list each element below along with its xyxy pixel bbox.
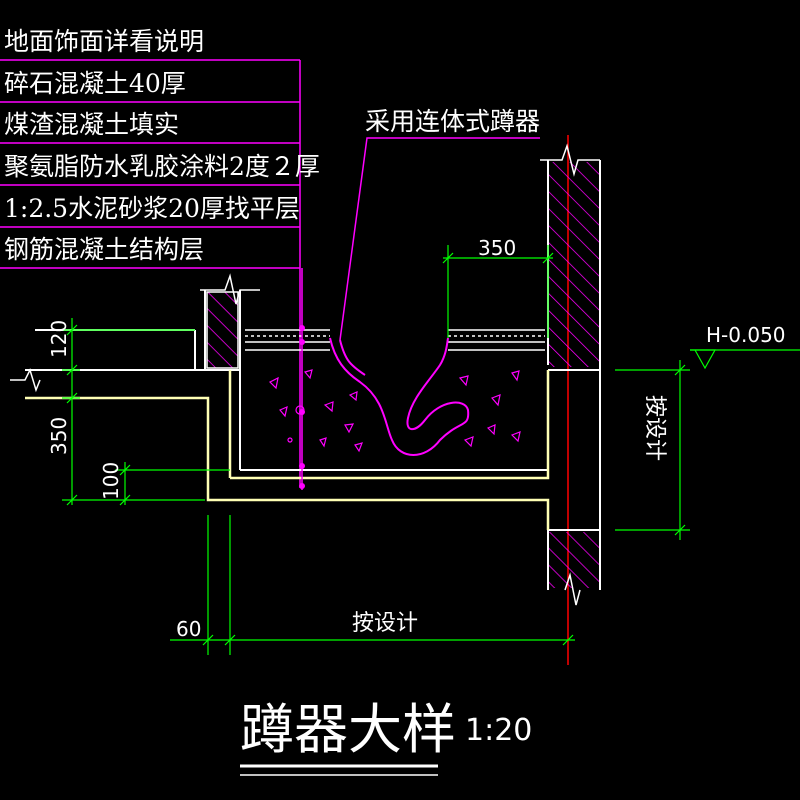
dim-120: 120 bbox=[47, 320, 71, 358]
drawing-title: 蹲器大样 1:20 bbox=[240, 698, 532, 776]
floor-finish-layers bbox=[245, 329, 545, 351]
note-waterproof-coating: 聚氨脂防水乳胶涂料2度２厚 bbox=[4, 152, 320, 181]
notes-table: 地面饰面详看说明 碎石混凝土40厚 煤渣混凝土填实 聚氨脂防水乳胶涂料2度２厚 … bbox=[0, 27, 320, 488]
toilet-callout: 采用连体式蹲器 bbox=[339, 107, 540, 341]
level-label: H-0.050 bbox=[706, 323, 786, 347]
note-cinder-fill: 煤渣混凝土填实 bbox=[4, 110, 179, 139]
dim-60: 60 bbox=[176, 617, 201, 641]
right-upper-wall-hatch bbox=[549, 162, 599, 367]
dim-right-design: 按设计 bbox=[642, 395, 667, 461]
squat-pan bbox=[329, 337, 470, 456]
structural-slab-outline bbox=[25, 370, 550, 530]
title-main: 蹲器大样 bbox=[240, 698, 456, 761]
layer-leader bbox=[299, 268, 305, 490]
title-scale: 1:20 bbox=[465, 713, 532, 748]
note-gravel-concrete: 碎石混凝土40厚 bbox=[4, 69, 186, 98]
dim-100: 100 bbox=[99, 462, 123, 500]
level-marker: H-0.050 bbox=[690, 323, 800, 370]
break-symbols bbox=[10, 143, 600, 606]
note-structural-layer: 钢筋混凝土结构层 bbox=[4, 235, 204, 264]
note-finish: 地面饰面详看说明 bbox=[4, 27, 204, 56]
callout-label: 采用连体式蹲器 bbox=[365, 107, 540, 136]
dimensions bbox=[62, 245, 690, 655]
left-wall-hatch bbox=[206, 291, 239, 369]
dim-top-350: 350 bbox=[478, 236, 516, 260]
gravel-fill bbox=[268, 369, 521, 453]
note-mortar-leveling: 1:2.5水泥砂浆20厚找平层 bbox=[4, 194, 300, 223]
dim-350: 350 bbox=[47, 417, 71, 455]
dim-bottom-design: 按设计 bbox=[352, 611, 418, 636]
right-lower-wall-hatch bbox=[549, 532, 599, 588]
